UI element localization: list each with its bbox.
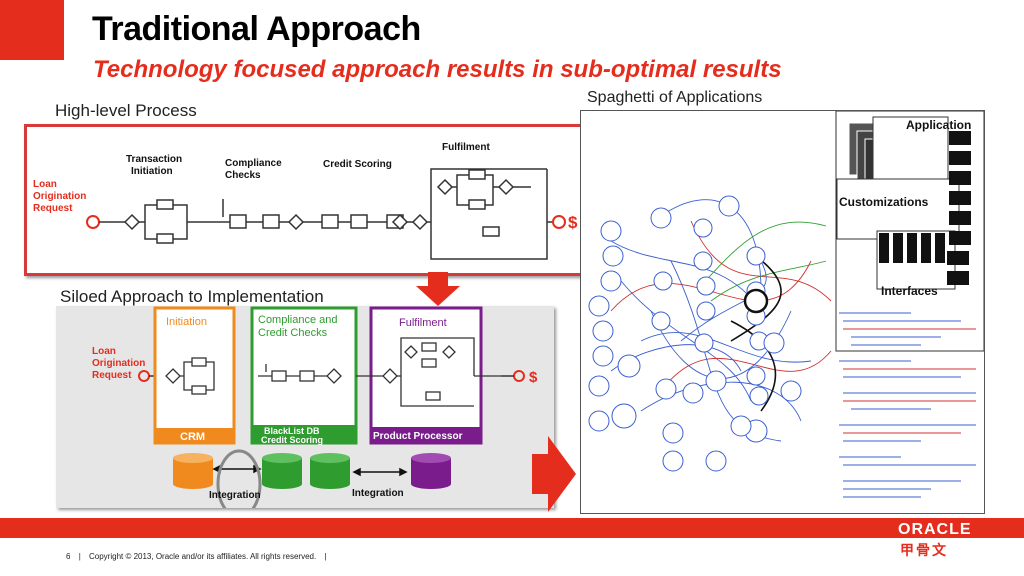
initiation-title: Initiation [166, 316, 207, 328]
stage-compliance-2: Checks [225, 170, 261, 181]
high-level-process-diagram: Loan Origination Request [24, 124, 584, 276]
slide-subtitle: Technology focused approach results in s… [93, 56, 782, 83]
siloed-approach-diagram: Loan Origination Request Initiation CRM … [56, 306, 554, 519]
spaghetti-svg: Application Customizations Interfaces [588, 110, 985, 498]
compliance-footer-2: Credit Scoring [261, 435, 323, 445]
fulfilment-footer: Product Processor [373, 431, 463, 442]
initiation-footer: CRM [180, 431, 205, 443]
siloed-heading: Siloed Approach to Implementation [60, 287, 324, 306]
spaghetti-heading: Spaghetti of Applications [587, 89, 763, 106]
customizations-label: Customizations [839, 195, 929, 209]
corner-accent [0, 0, 64, 60]
loan-label-2: Origination [33, 191, 86, 202]
right-arrow-icon [532, 436, 576, 512]
high-level-heading: High-level Process [55, 101, 197, 120]
page-number: 6 [66, 552, 71, 561]
compliance-title-1: Compliance and [258, 314, 338, 326]
silo-loan-label-1: Loan [92, 346, 116, 357]
end-event [552, 215, 566, 229]
silo-loan-label-2: Origination [92, 358, 145, 369]
oracle-logo-cn: 甲骨文 [900, 542, 948, 558]
loan-label-3: Request [33, 203, 73, 214]
dollar-symbol: $ [568, 213, 578, 232]
copyright-text: Copyright © 2013, Oracle and/or its affi… [89, 552, 317, 561]
interfaces-label: Interfaces [881, 284, 938, 298]
spaghetti-diagram: Application Customizations Interfaces [580, 110, 985, 514]
stage-compliance-1: Compliance [225, 158, 282, 169]
stage-transaction-1: Transaction [126, 154, 182, 165]
process-flow-svg: Loan Origination Request [33, 142, 578, 260]
credit-database-icon [310, 453, 350, 489]
application-nodes [588, 195, 802, 472]
compliance-title-2: Credit Checks [258, 327, 328, 339]
integration-label-2: Integration [352, 488, 404, 499]
siloed-svg: Loan Origination Request Initiation CRM … [92, 306, 538, 519]
oracle-logo: ORACLE [898, 521, 972, 538]
slide-title: Traditional Approach [92, 10, 421, 48]
start-event [86, 215, 100, 229]
product-database-icon [411, 453, 451, 489]
footer-band [0, 518, 1024, 538]
loan-label-1: Loan [33, 179, 57, 190]
integration-label-1: Integration [209, 490, 261, 501]
footer-copyright: 6 | Copyright © 2013, Oracle and/or its … [66, 552, 327, 561]
crm-database-icon [173, 453, 213, 489]
stage-transaction-2: Initiation [131, 166, 173, 177]
compliance-footer-1: BlackList DB [264, 426, 320, 436]
application-label: Application [906, 118, 971, 132]
stage-fulfilment: Fulfilment [442, 142, 490, 153]
fulfilment-title: Fulfilment [399, 317, 447, 329]
silo-loan-label-3: Request [92, 370, 132, 381]
down-arrow-icon [416, 272, 460, 306]
stage-credit: Credit Scoring [323, 159, 392, 170]
blacklist-database-icon [262, 453, 302, 489]
silo-dollar-symbol: $ [529, 369, 538, 386]
